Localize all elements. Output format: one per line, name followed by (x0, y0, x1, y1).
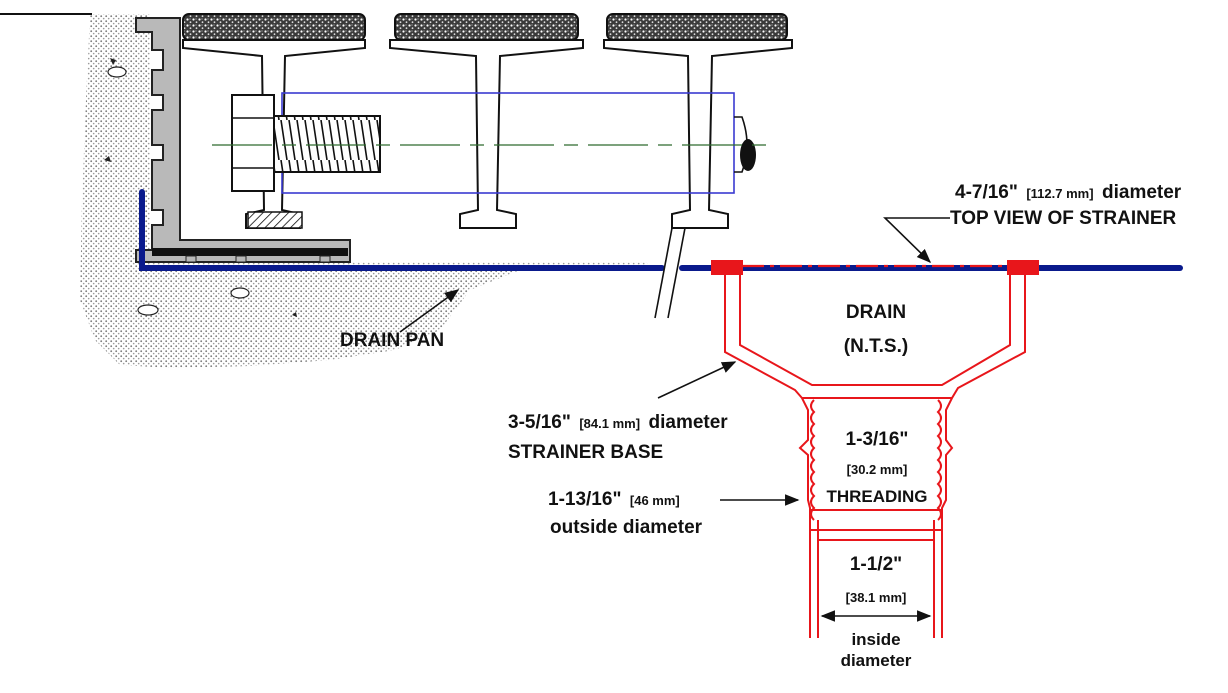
threading-caption: THREADING (826, 487, 927, 506)
threading-metric: [30.2 mm] (847, 462, 908, 477)
drain-pan-label: DRAIN PAN (340, 330, 444, 351)
strainer-base-caption: STRAINER BASE (508, 442, 663, 463)
leader-lines (399, 217, 950, 622)
drain-pan (139, 189, 1183, 319)
outside-dim-label: 1-13/16" [46 mm] (548, 489, 680, 510)
labels: 4-7/16" [112.7 mm] diameter TOP VIEW OF … (340, 182, 1182, 670)
inside-metric: [38.1 mm] (846, 590, 907, 605)
bolt-assembly (212, 92, 770, 194)
strainer-base-dim-label: 3-5/16" [84.1 mm] diameter (508, 412, 728, 433)
outside-caption: outside diameter (550, 517, 703, 538)
drain-title: DRAIN (846, 302, 906, 323)
concrete-wall (0, 13, 648, 368)
top-view-dim-label: 4-7/16" [112.7 mm] diameter (955, 182, 1182, 203)
inside-dim: 1-1/2" (850, 554, 902, 575)
threading-dim: 1-3/16" (846, 429, 909, 450)
support-bracket (135, 17, 351, 263)
inside-caption-2: diameter (841, 651, 912, 670)
drain-body (711, 260, 1039, 638)
drain-nts: (N.T.S.) (844, 336, 908, 357)
top-view-caption: TOP VIEW OF STRAINER (950, 208, 1177, 229)
inside-caption-1: inside (851, 630, 900, 649)
